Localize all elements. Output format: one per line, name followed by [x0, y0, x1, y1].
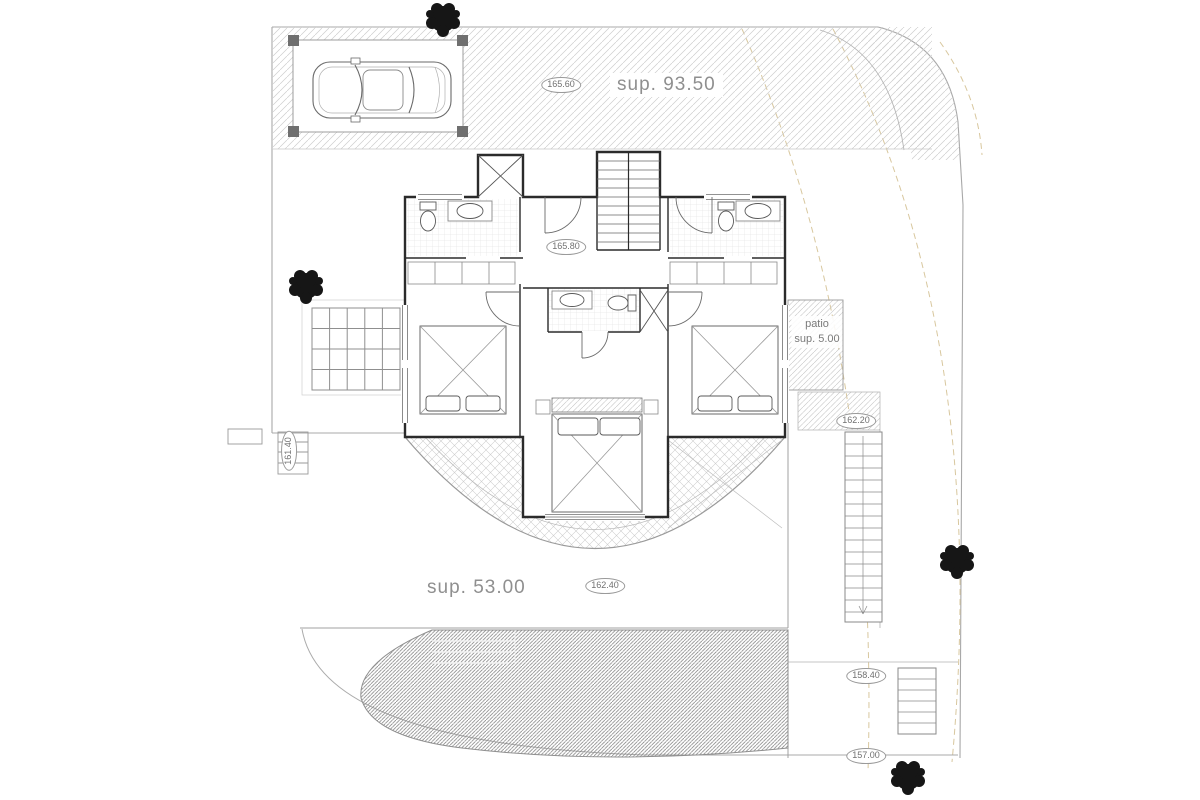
building: [401, 150, 789, 521]
area-label-upper: sup. 93.50: [610, 73, 723, 97]
tree-icon: [940, 545, 974, 579]
carport-post: [457, 126, 468, 137]
carport-post: [288, 126, 299, 137]
wardrobes: [407, 261, 778, 285]
bathroom-right-fixtures: [717, 200, 781, 232]
bathroom-center-fixtures: [551, 290, 637, 312]
windows: [401, 193, 789, 521]
bottom-stairs-icon: [897, 667, 937, 735]
sink-icon: [551, 290, 593, 310]
car-icon: [312, 57, 452, 123]
toilet-icon: [607, 294, 637, 312]
toilet-icon: [717, 201, 735, 232]
pool-steps: [432, 630, 516, 664]
elevation-value: 157.00: [852, 750, 880, 761]
elevation-marker-165-60: 165.60: [541, 77, 581, 93]
elevation-value: 161.40: [283, 437, 294, 465]
carport-post: [457, 35, 468, 46]
elevation-value: 158.40: [852, 670, 880, 681]
carport-post: [288, 35, 299, 46]
elevation-value: 165.80: [552, 241, 580, 252]
tree-icon: [891, 761, 925, 795]
tree-icon: [289, 270, 323, 304]
contour-lines: [741, 28, 983, 773]
elevation-value: 165.60: [547, 79, 575, 90]
bed-right-icon: [691, 325, 779, 415]
bed-master-icon: [535, 397, 659, 513]
sink-icon: [447, 200, 493, 222]
patio-label: patio sup. 5.00: [791, 316, 843, 348]
doors: [485, 196, 713, 359]
sink-icon: [735, 200, 781, 222]
elevation-marker-157-00: 157.00: [846, 748, 886, 764]
toilet-icon: [419, 201, 437, 232]
elevation-marker-158-40: 158.40: [846, 668, 886, 684]
elevation-marker-162-40: 162.40: [585, 578, 625, 594]
shaft-x-icon: [477, 154, 669, 333]
area-label-lower: sup. 53.00: [420, 576, 533, 600]
patio-label-line1: patio: [805, 318, 829, 330]
elevation-marker-162-20: 162.20: [836, 413, 876, 429]
elevation-value: 162.40: [591, 580, 619, 591]
right-stairs-icon: [844, 431, 883, 623]
elevation-marker-161-40: 161.40: [281, 431, 297, 471]
swimming-pool: [360, 629, 789, 758]
patio-label-line2: sup. 5.00: [794, 332, 840, 345]
bed-left-icon: [419, 325, 507, 415]
garden-trellis: [301, 299, 409, 396]
elevation-value: 162.20: [842, 415, 870, 426]
bathroom-left-fixtures: [419, 200, 493, 232]
elevation-marker-165-80: 165.80: [546, 239, 586, 255]
stairs-icon: [597, 152, 660, 250]
